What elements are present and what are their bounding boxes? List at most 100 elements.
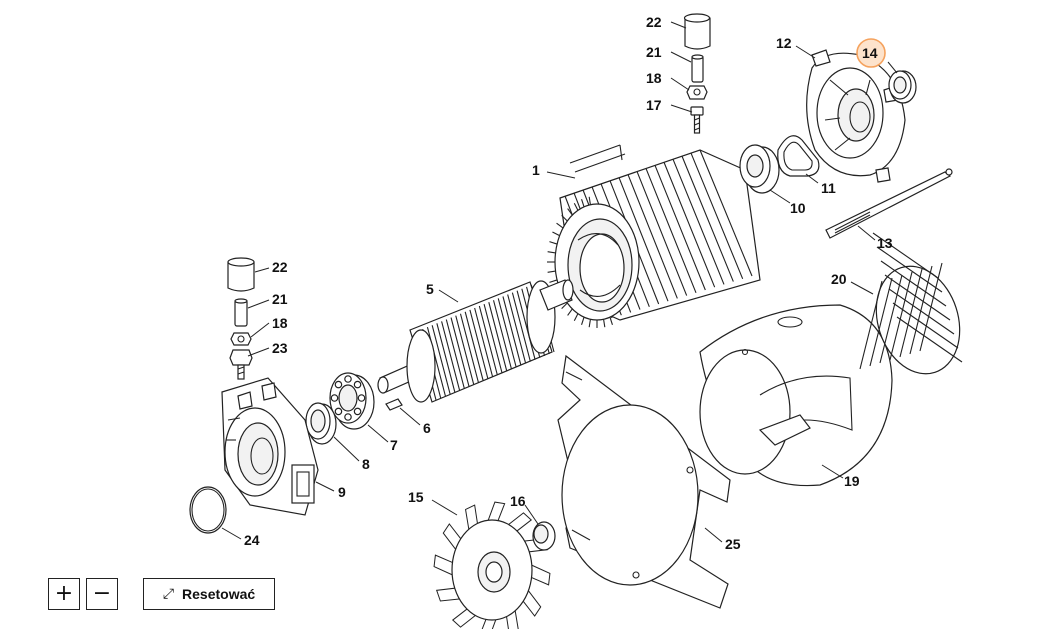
rotor-lamination (464, 311, 484, 381)
stator-fin-tooth (556, 222, 564, 229)
stator-fin (699, 149, 753, 277)
part-14-seal-ring[interactable] (888, 70, 917, 104)
part-22-left-cap[interactable] (227, 257, 255, 292)
part-23-left-bolt[interactable] (229, 349, 253, 380)
bearing-ball (334, 380, 343, 389)
label-20[interactable]: 20 (831, 271, 847, 287)
grille-bar (859, 280, 883, 370)
label-16[interactable]: 16 (510, 493, 526, 509)
stator-fin (654, 165, 706, 291)
part-22-top-cap[interactable] (683, 13, 711, 50)
label-25[interactable]: 25 (725, 536, 741, 552)
label-5[interactable]: 5 (426, 281, 434, 297)
label-11[interactable]: 11 (821, 180, 836, 196)
part-8-seal[interactable] (305, 402, 337, 445)
rotor-lamination (450, 317, 470, 387)
label-18-left[interactable]: 18 (272, 315, 288, 331)
stator-fin (618, 177, 669, 302)
bearing-ball (353, 407, 362, 416)
part-24-o-ring[interactable] (189, 486, 227, 534)
label-22-top[interactable]: 22 (646, 14, 662, 30)
label-14[interactable]: 14 (862, 45, 878, 61)
zoom-out-button[interactable]: − (86, 578, 118, 610)
grille-bar (889, 271, 913, 361)
rotor-lamination (492, 300, 513, 370)
stator-fin-tooth (552, 231, 560, 237)
part-9-end-housing[interactable] (221, 377, 319, 516)
grille-bar (888, 288, 955, 335)
label-17[interactable]: 17 (646, 97, 662, 113)
label-7[interactable]: 7 (390, 437, 398, 453)
label-21-left[interactable]: 21 (272, 291, 288, 307)
bearing-ball (330, 394, 339, 402)
label-22-left[interactable]: 22 (272, 259, 288, 275)
part-11-gasket[interactable] (777, 135, 820, 177)
grille-bar (872, 232, 939, 279)
stator-fin (690, 152, 744, 280)
bearing-ball (344, 375, 352, 383)
label-9[interactable]: 9 (338, 484, 346, 500)
label-13[interactable]: 13 (877, 235, 893, 251)
part-7-bearing[interactable] (329, 372, 375, 430)
part-16-ring[interactable] (532, 521, 556, 551)
reset-button-label: Resetować (182, 586, 256, 602)
stator-fin (645, 168, 697, 294)
part-15-fan[interactable] (433, 501, 551, 629)
grille-bar (909, 265, 933, 355)
part-12-end-shield[interactable] (806, 49, 906, 183)
part-25-mounting-frame[interactable] (557, 354, 731, 609)
label-12[interactable]: 12 (776, 35, 792, 51)
stator-fin-tooth (609, 316, 613, 325)
label-1[interactable]: 1 (532, 162, 540, 178)
label-21-top[interactable]: 21 (646, 44, 662, 60)
rotor-lamination (483, 303, 503, 374)
zoom-in-button[interactable]: + (48, 578, 80, 610)
label-10[interactable]: 10 (790, 200, 806, 216)
part-6-key[interactable] (385, 398, 403, 411)
part-18-top-nut[interactable] (686, 85, 708, 100)
part-17-top-bolt[interactable] (690, 106, 704, 134)
rotor-lamination (516, 290, 536, 360)
stator-fin-tooth (567, 308, 573, 316)
rotor-lamination (478, 305, 498, 376)
part-20-grille[interactable] (859, 232, 973, 385)
stator-fin-tooth (549, 241, 558, 245)
part-18-left-nut[interactable] (230, 332, 252, 346)
grille-bar (919, 262, 943, 352)
label-15[interactable]: 15 (408, 489, 424, 505)
stator-fin-tooth (561, 214, 568, 222)
grille-bar (880, 260, 947, 307)
expand-arrows-icon: ⤢ (162, 586, 175, 602)
label-23[interactable]: 23 (272, 340, 288, 356)
part-1-stator-housing[interactable] (547, 144, 761, 328)
bearing-ball (357, 394, 366, 402)
label-6[interactable]: 6 (423, 420, 431, 436)
label-8[interactable]: 8 (362, 456, 370, 472)
grille-bar (892, 302, 959, 349)
stator-fin-tooth (581, 316, 585, 325)
leader-lines (221, 21, 898, 543)
label-19[interactable]: 19 (844, 473, 860, 489)
rotor-lamination (469, 309, 489, 380)
stator-fin-tooth (547, 270, 556, 273)
rotor-lamination (474, 307, 494, 378)
grille-bar (896, 316, 963, 363)
fan-blade (486, 501, 506, 523)
part-13-tie-rod[interactable] (825, 168, 953, 239)
part-19-fan-cover[interactable] (699, 304, 893, 487)
rotor-lamination (502, 296, 522, 366)
rotor-lamination (459, 313, 480, 383)
bearing-ball (344, 413, 352, 421)
stator-fin-tooth (588, 319, 591, 328)
stator-fin-tooth (573, 313, 579, 322)
label-24[interactable]: 24 (244, 532, 260, 548)
rotor-lamination (445, 319, 465, 389)
part-10-bearing[interactable] (739, 144, 780, 194)
part-21-left-sleeve[interactable] (234, 298, 248, 327)
label-18-top[interactable]: 18 (646, 70, 662, 86)
part-5-rotor[interactable] (377, 279, 574, 403)
reset-button[interactable]: ⤢ Resetować (143, 578, 275, 610)
grille-bar (876, 246, 943, 293)
part-21-top-sleeve[interactable] (691, 54, 704, 83)
stator-fin (627, 174, 678, 299)
